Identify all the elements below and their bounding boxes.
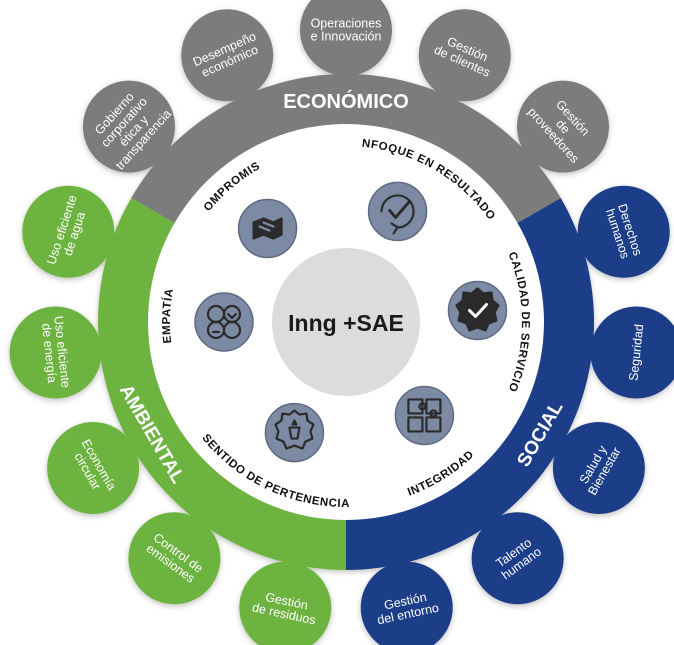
petal-economic [516,80,609,173]
petal-social [552,422,645,514]
petal-social [360,561,453,645]
petal-label-environmental: de energía [39,323,59,384]
petal-label-economic: e Innovación [311,30,382,44]
refresh-check-icon [367,181,428,242]
petal-economic [181,9,274,102]
petal-social [590,306,674,399]
petal-environmental [128,512,221,605]
petal-environmental [47,422,140,514]
petal-social [471,512,564,605]
center-disc [272,248,420,396]
puzzle-icon [394,385,455,446]
value-label: EMPATÍA [161,287,176,343]
quality-badge-icon [447,280,508,341]
sector-title-economic: ECONÓMICO [283,89,409,113]
petal-economic [83,80,176,173]
petal-label-social: Seguridad [626,323,646,381]
petal-label-economic: Operaciones [311,17,382,31]
center-label: Inng +SAE [288,310,404,336]
value-icons [194,181,508,463]
petal-environmental [9,306,102,399]
petal-environmental [22,185,115,278]
petal-economic [418,9,511,102]
emotions-icon [194,292,254,352]
petal-social [577,185,670,278]
petal-economic [300,0,392,76]
medal-badge-icon [264,402,325,463]
petal-environmental [239,561,332,645]
handshake-icon [237,198,298,259]
